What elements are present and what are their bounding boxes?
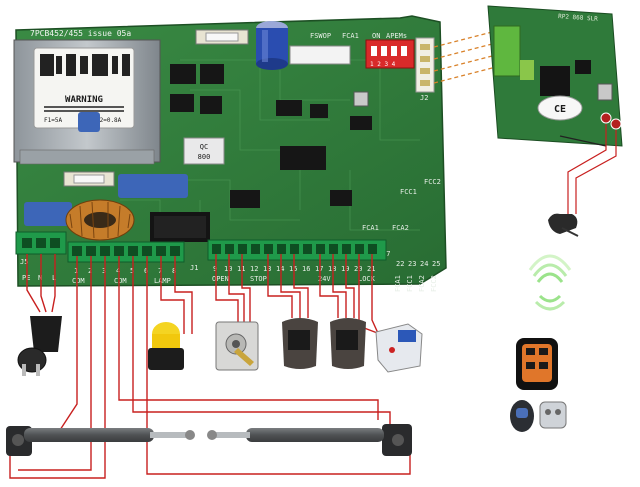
terminal-11: 11 xyxy=(237,265,245,273)
terminal-24: 24 xyxy=(420,260,428,268)
fswop-label: FSWOP xyxy=(310,32,331,40)
terminal-15: 15 xyxy=(289,265,297,273)
antenna xyxy=(548,213,579,237)
qc-value: 800 xyxy=(198,153,211,161)
group-open: OPEN xyxy=(212,275,229,283)
fc-label-fcc2: FCC2 xyxy=(430,275,438,292)
power-label-n: N xyxy=(38,274,42,282)
fuse-holder-top xyxy=(195,29,249,45)
power-label-pe: PE xyxy=(22,274,30,282)
qc-label: QC xyxy=(200,143,208,151)
fuse-holder-middle xyxy=(63,171,115,187)
transformer: WARNING F1=5A F2=0.8A xyxy=(13,39,161,165)
fc-label-fca1: FCA1 xyxy=(394,275,402,292)
electrolytic-capacitor xyxy=(256,21,288,70)
group-stop: STOP xyxy=(250,275,267,283)
radio-signal-waves xyxy=(528,254,572,311)
terminal-18: 18 xyxy=(328,265,336,273)
power-plug xyxy=(17,316,62,376)
dip-on-label: ON xyxy=(372,32,380,40)
fca1-label-top: FCA1 xyxy=(342,32,359,40)
sip-header xyxy=(289,45,351,65)
radio-receiver-module: CE RP2 868 SLR xyxy=(487,5,623,147)
toroid-inductor xyxy=(65,199,135,241)
film-capacitors xyxy=(24,112,188,226)
j1-label: J1 xyxy=(190,264,198,272)
power-labels: PE N L xyxy=(22,274,56,282)
dip-numbers: 1 2 3 4 xyxy=(370,61,396,68)
fcc1-label: FCC1 xyxy=(400,188,417,196)
fc-label-fcc1: FCC1 xyxy=(406,275,414,292)
relay xyxy=(150,212,210,242)
ce-mark: CE xyxy=(554,104,566,115)
terminal-block-accessories xyxy=(207,239,387,261)
fc-terminal-numbers: 22 23 24 25 xyxy=(396,260,440,268)
flashing-lamp xyxy=(148,322,184,370)
terminal-21: 21 xyxy=(367,265,375,273)
terminal-23: 23 xyxy=(408,260,416,268)
terminal-7: 7 xyxy=(158,267,162,275)
left-terminal-numbers: 1 2 3 4 5 6 7 8 COM COM LAMP xyxy=(72,267,176,285)
group-com-2: COM xyxy=(114,277,127,285)
receiver-link-lines xyxy=(433,29,501,84)
group-lamp: LAMP xyxy=(154,277,171,285)
qc-component: QC 800 xyxy=(183,137,225,165)
terminal-3: 3 xyxy=(102,267,106,275)
actuator-right xyxy=(207,424,412,456)
ic-components xyxy=(170,64,372,208)
terminal-10: 10 xyxy=(224,265,232,273)
antenna-wiring xyxy=(567,124,617,214)
right-terminal-numbers: 9 10 11 12 13 14 15 16 17 18 19 20 21 OP… xyxy=(212,265,376,283)
key-selector xyxy=(215,321,259,371)
photocell-right xyxy=(330,318,366,369)
terminal-5: 5 xyxy=(130,267,134,275)
terminal-22: 22 xyxy=(396,260,404,268)
fcc2-label: FCC2 xyxy=(424,178,441,186)
group-com-1: COM xyxy=(72,277,85,285)
actuator-left xyxy=(6,426,195,456)
fc-label-fca2: FCA2 xyxy=(418,275,426,292)
terminal-8: 8 xyxy=(172,267,176,275)
dip-name-label: APEMs xyxy=(386,32,407,40)
terminal-4: 4 xyxy=(116,267,120,275)
fc-terminal-labels: FCA1 FCC1 FCA2 FCC2 xyxy=(394,275,438,292)
fca2-label: FCA2 xyxy=(392,224,409,232)
terminal-2: 2 xyxy=(88,267,92,275)
dip-switch: ON APEMs 1 2 3 4 xyxy=(365,32,415,69)
fuse-f2-label: F2=0.8A xyxy=(96,117,122,124)
fuse-f1-label: F1=5A xyxy=(44,117,62,124)
receiver-label: RP2 868 SLR xyxy=(558,13,599,23)
remote-control-small-left xyxy=(510,400,534,432)
terminal-16: 16 xyxy=(302,265,310,273)
fca1-label: FCA1 xyxy=(362,224,379,232)
remote-control-small-right xyxy=(539,401,567,429)
power-label-l: L xyxy=(52,274,56,282)
terminal-14: 14 xyxy=(276,265,284,273)
board-model-label: 7PCB452/455 issue 05a xyxy=(30,29,131,38)
terminal-9: 9 xyxy=(213,265,217,273)
terminal-17: 17 xyxy=(315,265,323,273)
terminal-20: 20 xyxy=(354,265,362,273)
transformer-warning-label: WARNING xyxy=(65,95,103,105)
loop-detector xyxy=(375,323,423,373)
group-24v: 24V xyxy=(318,275,331,283)
terminal-12: 12 xyxy=(250,265,258,273)
j2-receiver-connector: J2 xyxy=(415,37,435,102)
control-board: 7PCB452/455 issue 05a WARNING F1=5A F2=0… xyxy=(13,15,447,292)
terminal-19: 19 xyxy=(341,265,349,273)
remote-control-large xyxy=(516,338,558,390)
terminal-1: 1 xyxy=(74,267,78,275)
j5-label: J5 xyxy=(20,258,28,266)
group-lock: LOCK xyxy=(358,275,376,283)
push-button xyxy=(353,91,369,107)
terminal-block-motors xyxy=(67,241,185,263)
terminal-13: 13 xyxy=(263,265,271,273)
terminal-25: 25 xyxy=(432,260,440,268)
terminal-6: 6 xyxy=(144,267,148,275)
photocell-left xyxy=(282,318,318,369)
wires-board xyxy=(9,254,411,479)
j2-label: J2 xyxy=(420,94,428,102)
